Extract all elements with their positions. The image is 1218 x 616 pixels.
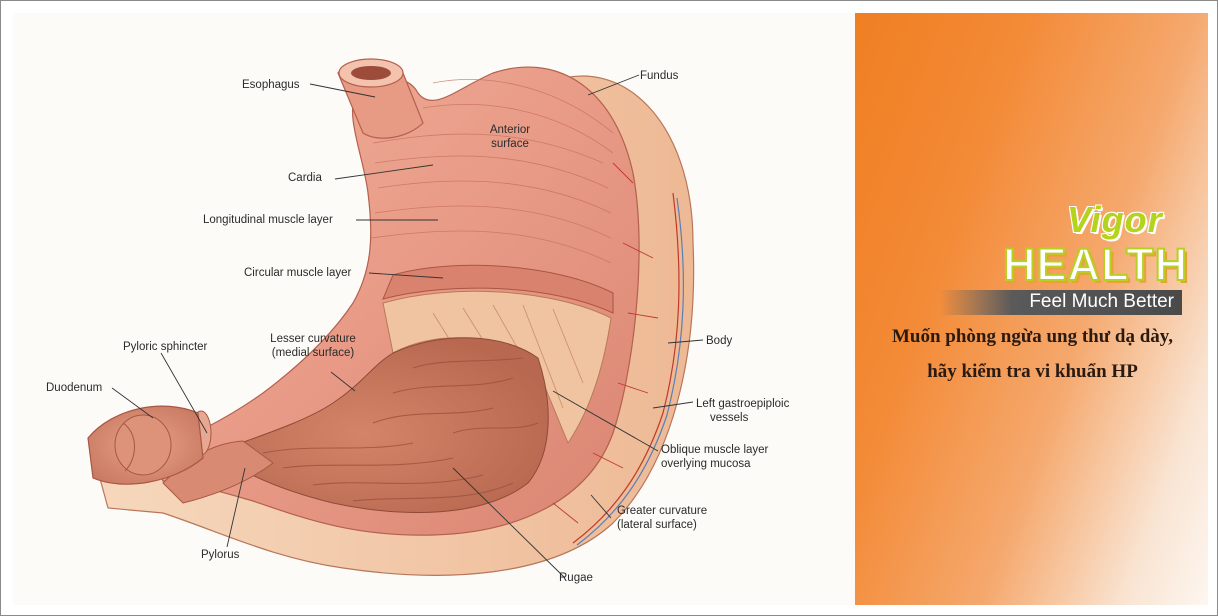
label-fundus: Fundus [640,70,679,82]
label-pyloric-sphincter: Pyloric sphincter [123,341,208,353]
label-body: Body [706,335,733,347]
stomach-drawing [87,58,704,579]
headline-line-1: Muốn phòng ngừa ung thư dạ dày, [891,326,1173,347]
label-oblique-muscle-layer: Oblique muscle layer overlying mucosa [661,444,769,470]
brand-panel: Vigor HEALTH Feel Much Better Muốn phòng… [855,13,1208,605]
rugae-folds [262,357,539,502]
label-circular-muscle-layer: Circular muscle layer [244,267,352,279]
label-pylorus: Pylorus [201,549,240,561]
label-esophagus: Esophagus [242,79,300,91]
circular-muscle-band [382,264,614,314]
mucosa-interior [211,337,549,514]
headline-line-2: hãy kiểm tra vi khuẩn HP [927,361,1138,382]
label-duodenum: Duodenum [46,382,103,394]
stomach-anatomy-illustration: Esophagus Fundus Anterior surface Cardia… [13,13,855,605]
gastroepiploic-vessels [552,162,685,546]
brand-logo-health: HEALTH [1002,238,1189,291]
tagline-bar: Feel Much Better [939,290,1182,315]
muscle-fibers [370,79,614,264]
brand-tagline: Feel Much Better [1029,291,1174,312]
label-longitudinal-muscle-layer: Longitudinal muscle layer [203,214,333,226]
label-left-gastroepiploic-vessels: Left gastroepiploic vessels [696,398,790,424]
label-cardia: Cardia [288,172,322,184]
leader-lines [111,74,704,579]
label-anterior-surface: Anterior surface [489,124,531,150]
label-rugae: Rugae [559,572,593,584]
brand-logo-vigor: Vigor [1067,199,1163,240]
label-greater-curvature: Greater curvature (lateral surface) [617,505,708,531]
label-lesser-curvature: Lesser curvature (medial surface) [270,333,356,359]
